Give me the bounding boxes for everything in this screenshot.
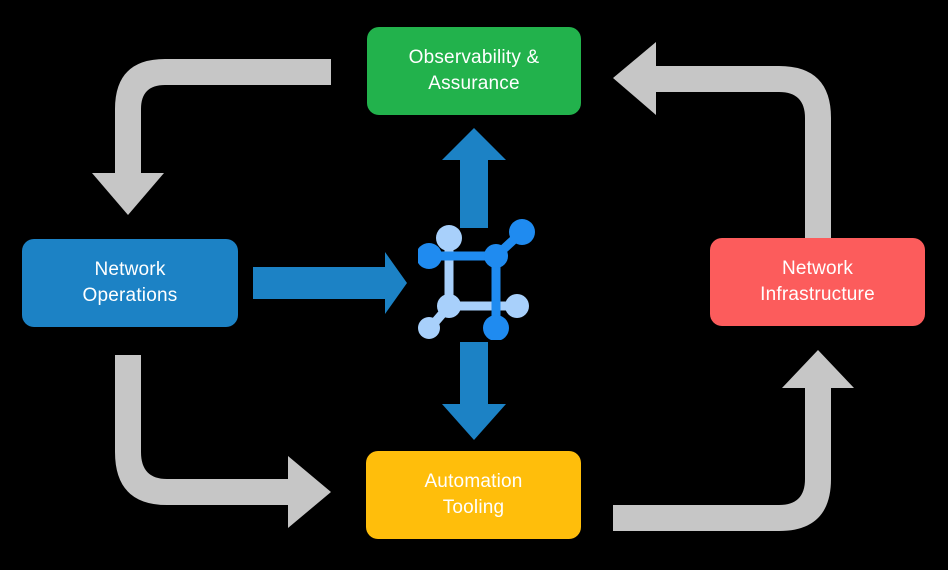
arrow-hub-to-automation	[442, 342, 506, 440]
node-observability-label: Observability & Assurance	[408, 46, 540, 94]
arrow-observability-to-operations	[92, 59, 331, 215]
node-observability-assurance[interactable]: Observability & Assurance	[367, 27, 581, 115]
node-operations-label: Network Operations	[82, 258, 178, 306]
arrow-automation-to-infrastructure	[613, 350, 854, 531]
network-topology-icon	[418, 219, 535, 340]
arrow-hub-to-observability	[442, 128, 506, 228]
arrow-operations-to-automation	[115, 355, 331, 528]
node-automation-tooling[interactable]: Automation Tooling	[366, 451, 581, 539]
hub-dark-nodes	[418, 219, 535, 340]
hub-light-nodes	[418, 225, 529, 339]
node-infrastructure-label: Network Infrastructure	[760, 257, 875, 305]
arrow-infrastructure-to-observability	[613, 42, 831, 238]
node-network-operations[interactable]: Network Operations	[22, 239, 238, 327]
arrow-operations-to-hub	[253, 252, 407, 314]
node-network-infrastructure[interactable]: Network Infrastructure	[710, 238, 925, 326]
node-automation-label: Automation Tooling	[424, 470, 523, 518]
